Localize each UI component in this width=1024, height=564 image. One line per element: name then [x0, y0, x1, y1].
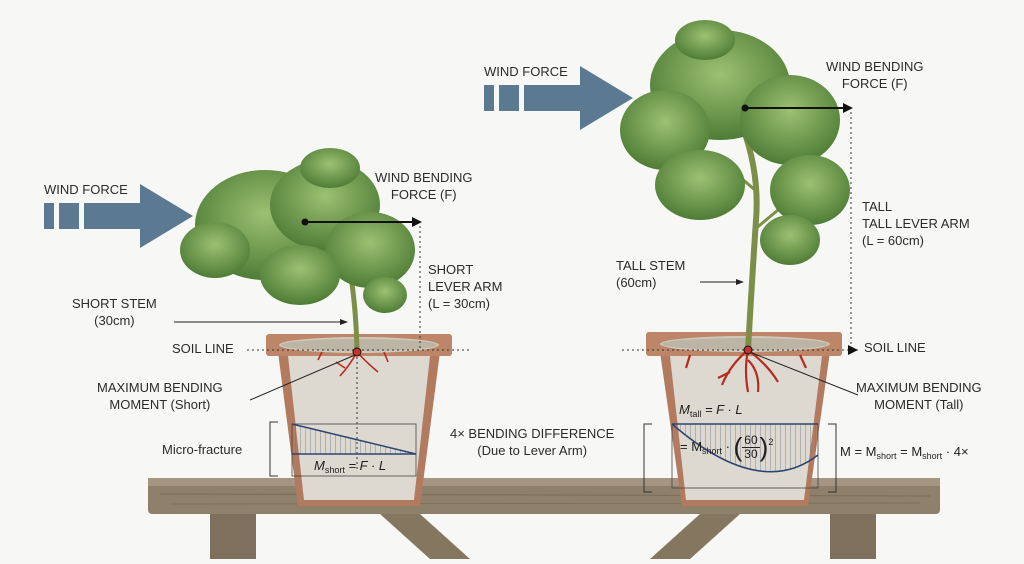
- right-formula-top-sub: tall: [689, 409, 702, 419]
- wooden-bench: [148, 478, 940, 559]
- right-bending-force-line1: WIND BENDING: [826, 59, 924, 74]
- right-diagram-bracket-left: [643, 423, 652, 493]
- left-bending-force-line1: WIND BENDING: [375, 170, 473, 185]
- fraction-numerator: 60: [742, 432, 760, 448]
- left-bending-force-label: WIND BENDING FORCE (F): [375, 170, 473, 204]
- exponent: 2: [768, 436, 774, 447]
- right-soil-line-label: SOIL LINE: [864, 340, 926, 355]
- right-stem-pointer: [700, 279, 744, 285]
- right-formula-top: Mtall = F · L: [679, 402, 743, 419]
- right-formula-mid-eq: = M: [680, 438, 703, 454]
- right-lever-arm-line3: (L = 60cm): [862, 232, 925, 248]
- left-stem-line2: (30cm): [94, 312, 135, 328]
- right-foliage: [620, 20, 850, 265]
- right-diagram-bracket-right: [828, 423, 837, 493]
- right-lever-arm-line1: TALL: [862, 199, 893, 214]
- right-moment-line1: MAXIMUM BENDING: [856, 380, 982, 395]
- right-lever-arm-label: TALL TALL LEVER ARM (L = 60cm): [862, 199, 970, 250]
- right-formula-mid-sub: short: [702, 445, 723, 456]
- right-lever-arm-line2: TALL LEVER ARM: [862, 215, 970, 231]
- left-formula-m: M: [314, 458, 325, 473]
- left-moment-pointer: [249, 354, 356, 401]
- left-formula-rest: = F · L: [344, 458, 387, 473]
- left-stem-label: SHORT STEM (30cm): [72, 296, 157, 330]
- left-micro-fracture-bracket: [269, 421, 278, 477]
- left-lever-arm-line3: (L = 30cm): [428, 295, 491, 311]
- right-formula-mid-dot: ·: [722, 438, 734, 454]
- left-lever-arm-line2: LEVER ARM: [428, 278, 503, 294]
- micro-fracture-label: Micro-fracture: [162, 442, 243, 457]
- left-formula-sub: short: [324, 465, 345, 475]
- right-soil-line-marker: [848, 345, 858, 355]
- right-wind-arrow: [484, 66, 633, 130]
- right-formula-top-rest: = F · L: [701, 402, 743, 417]
- right-force-arrow: [741, 103, 853, 113]
- comparison-label: 4× BENDING DIFFERENCE (Due to Lever Arm): [450, 426, 614, 460]
- left-stem-line1: SHORT STEM: [72, 296, 157, 311]
- left-moment-label: MAXIMUM BENDING MOMENT (Short): [97, 380, 223, 414]
- paren-close: ): [759, 432, 769, 462]
- right-formula-side: M = Mshort = Mshort · 4×: [840, 444, 969, 461]
- comparison-line2: (Due to Lever Arm): [477, 442, 588, 458]
- right-moment-point: [743, 345, 753, 355]
- paren-open: (: [733, 432, 743, 462]
- left-lever-arm-label: SHORT LEVER ARM (L = 30cm): [428, 262, 502, 313]
- right-formula-side-sub2: short: [922, 451, 943, 461]
- left-moment-diagram: [291, 423, 417, 477]
- right-bending-force-line2: FORCE (F): [841, 75, 908, 91]
- left-bending-force-line2: FORCE (F): [390, 186, 457, 202]
- right-formula-side-m: M = M: [840, 444, 877, 459]
- right-wind-force-label: WIND FORCE: [484, 64, 568, 79]
- right-stem-line2: (60cm): [616, 274, 657, 290]
- right-formula-side-rest: · 4×: [942, 444, 969, 459]
- right-formula-side-sub1: short: [876, 451, 897, 461]
- comparison-line1: 4× BENDING DIFFERENCE: [450, 426, 615, 441]
- left-wind-arrow: [44, 184, 193, 248]
- right-formula-top-m: M: [679, 402, 690, 417]
- right-moment-label: MAXIMUM BENDING MOMENT (Tall): [856, 380, 982, 414]
- left-force-arrow: [301, 217, 422, 227]
- right-stem-label: TALL STEM (60cm): [616, 258, 685, 292]
- left-foliage: [180, 148, 415, 313]
- left-formula: Mshort = F · L: [314, 458, 386, 475]
- left-moment-point: [352, 347, 362, 357]
- left-moment-line1: MAXIMUM BENDING: [97, 380, 223, 395]
- fraction-denominator: 30: [744, 447, 758, 461]
- right-stem-line1: TALL STEM: [616, 258, 686, 273]
- left-wind-force-label: WIND FORCE: [44, 182, 128, 197]
- left-lever-arm-line1: SHORT: [428, 262, 474, 277]
- left-soil-line-label: SOIL LINE: [172, 341, 234, 356]
- left-stem-pointer: [174, 319, 348, 325]
- right-moment-pointer: [751, 352, 859, 396]
- right-formula-side-eq: = M: [896, 444, 923, 459]
- right-moment-line2: MOMENT (Tall): [874, 396, 964, 412]
- right-bending-force-label: WIND BENDING FORCE (F): [826, 59, 924, 93]
- left-moment-line2: MOMENT (Short): [109, 396, 211, 412]
